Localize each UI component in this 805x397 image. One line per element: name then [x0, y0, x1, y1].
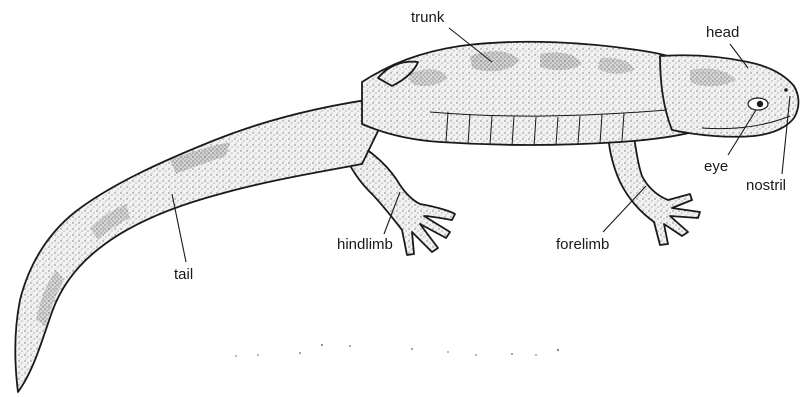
- label-trunk: trunk: [411, 9, 445, 26]
- label-forelimb: forelimb: [556, 236, 609, 253]
- head-shape: [660, 55, 799, 137]
- label-hindlimb: hindlimb: [337, 236, 393, 253]
- label-head: head: [706, 24, 739, 41]
- trunk-shape: [362, 42, 700, 146]
- eye-shape: [748, 98, 768, 110]
- nostril-shape: [784, 88, 788, 92]
- scan-marks: [235, 344, 559, 357]
- label-nostril: nostril: [746, 177, 786, 194]
- label-tail: tail: [174, 266, 193, 283]
- label-eye: eye: [704, 158, 728, 175]
